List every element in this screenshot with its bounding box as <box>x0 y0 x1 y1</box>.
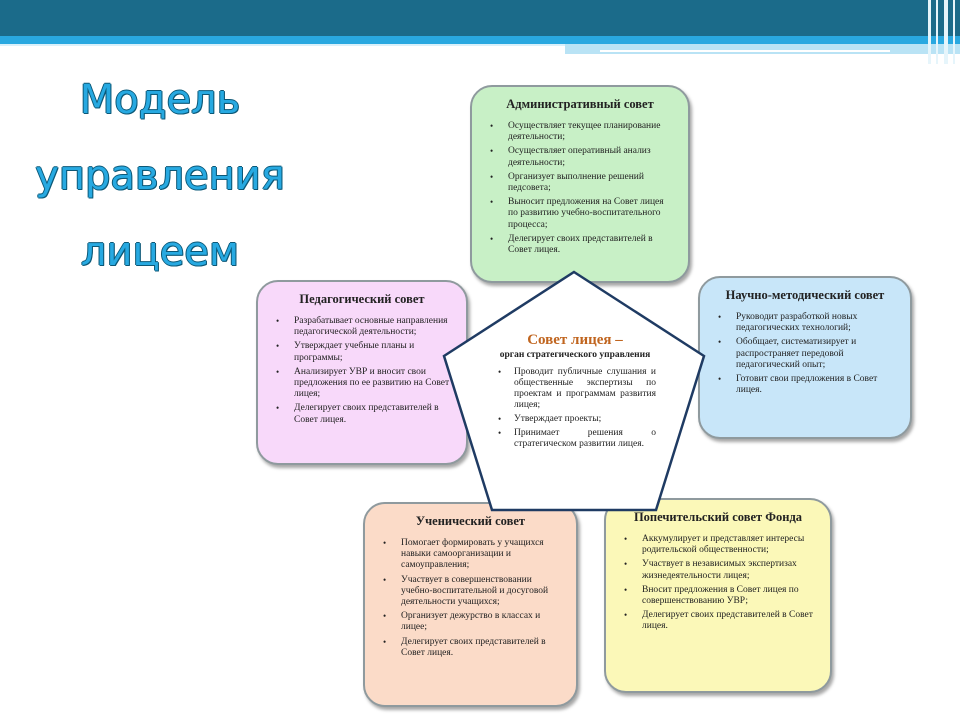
header-vline-1 <box>928 0 931 64</box>
list-item: Организует выполнение решений педсовета; <box>490 172 674 194</box>
lyceum-council-subtitle: орган стратегического управления <box>499 350 651 360</box>
title-line: Модель <box>79 77 241 123</box>
list-item: Делегирует своих представителей в Совет … <box>383 637 562 659</box>
trustee-council-title: Попечительский совет Фонда <box>633 510 803 524</box>
lyceum-council-title: Совет лицея – <box>527 332 623 348</box>
list-item: Делегирует своих представителей в Совет … <box>624 610 816 632</box>
list-item: Осуществляет оперативный анализ деятельн… <box>490 146 674 168</box>
header-light-band <box>0 36 960 44</box>
list-item: Проводит публичные слушания и общественн… <box>498 367 656 411</box>
list-item: Утверждает проекты; <box>498 414 656 425</box>
methodical-council-title: Научно-методический совет <box>725 288 885 302</box>
header-vline-4 <box>953 0 955 64</box>
student-council-title: Ученический совет <box>415 514 526 528</box>
trustee-council-box: Попечительский совет Фонда Аккумулирует … <box>604 498 832 693</box>
admin-council-list: Осуществляет текущее планирование деятел… <box>486 121 674 256</box>
methodical-council-list: Руководит разработкой новых педагогическ… <box>714 312 896 396</box>
list-item: Вносит предложения в Совет лицея по сове… <box>624 585 816 607</box>
list-item: Выносит предложения на Совет лицея по ра… <box>490 197 674 231</box>
list-item: Осуществляет текущее планирование деятел… <box>490 121 674 143</box>
lyceum-council-content: Совет лицея – орган стратегического упра… <box>494 332 656 453</box>
pedagogical-council-list: Разрабатывает основные направления педаг… <box>272 316 452 426</box>
list-item: Разрабатывает основные направления педаг… <box>276 316 452 338</box>
header-dark-band <box>0 0 960 36</box>
list-item: Участвует в независимых экспертизах жизн… <box>624 559 816 581</box>
list-item: Обобщает, систематизирует и распространя… <box>718 337 896 371</box>
slide-title: Модель управления лицеем <box>20 62 300 290</box>
list-item: Принимает решения о стратегическом разви… <box>498 428 656 450</box>
student-council-box: Ученический совет Помогает формировать у… <box>363 502 578 707</box>
lyceum-council-list: Проводит публичные слушания и общественн… <box>494 367 656 450</box>
header-thin-line <box>0 44 565 46</box>
list-item: Готовит свои предложения в Совет лицея. <box>718 374 896 396</box>
header-vline-3 <box>944 0 948 64</box>
header-white-line <box>600 50 890 52</box>
pedagogical-council-box: Педагогический совет Разрабатывает основ… <box>256 280 468 465</box>
header-banner <box>0 0 960 64</box>
list-item: Делегирует своих представителей в Совет … <box>276 403 452 425</box>
list-item: Участвует в совершенствовании учебно-вос… <box>383 575 562 609</box>
list-item: Помогает формировать у учащихся навыки с… <box>383 538 562 572</box>
pedagogical-council-title: Педагогический совет <box>299 292 425 306</box>
list-item: Делегирует своих представителей в Совет … <box>490 234 674 256</box>
list-item: Руководит разработкой новых педагогическ… <box>718 312 896 334</box>
title-line: лицеем <box>80 229 240 275</box>
admin-council-box: Административный совет Осуществляет теку… <box>470 85 690 283</box>
trustee-council-list: Аккумулирует и представляет интересы род… <box>620 534 816 633</box>
admin-council-title: Административный совет <box>506 97 654 111</box>
student-council-list: Помогает формировать у учащихся навыки с… <box>379 538 562 659</box>
title-line: управления <box>35 153 285 199</box>
list-item: Утверждает учебные планы и программы; <box>276 341 452 363</box>
header-pale-band <box>565 44 960 54</box>
header-vline-2 <box>936 0 938 64</box>
list-item: Анализирует УВР и вносит свои предложени… <box>276 367 452 401</box>
methodical-council-box: Научно-методический совет Руководит разр… <box>698 276 912 439</box>
list-item: Организует дежурство в классах и лицее; <box>383 611 562 633</box>
header-stripes <box>0 0 960 64</box>
list-item: Аккумулирует и представляет интересы род… <box>624 534 816 556</box>
